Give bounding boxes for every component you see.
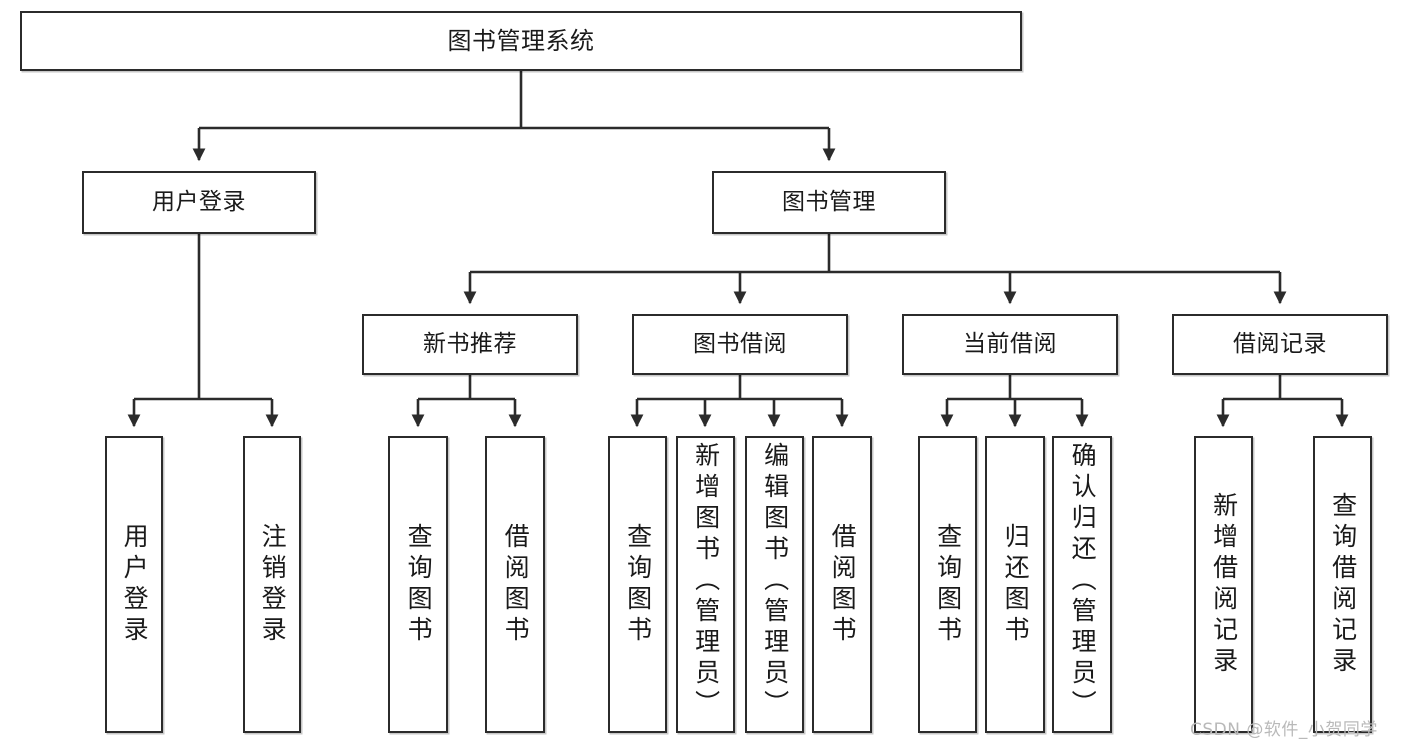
node-label: 编辑图书（管理员） [760, 442, 790, 721]
leaf-query-book-recommend[interactable]: 查询图书 [388, 436, 448, 733]
leaf-query-book-borrowing[interactable]: 查询图书 [608, 436, 667, 733]
leaf-confirm-return-admin[interactable]: 确认归还（管理员） [1052, 436, 1112, 733]
node-label: 新书推荐 [423, 330, 517, 357]
node-label: 借阅图书 [828, 522, 858, 647]
node-label: 查询图书 [933, 522, 963, 647]
node-label: 查询借阅记录 [1328, 491, 1358, 678]
node-label: 查询图书 [623, 522, 653, 647]
node-user-login[interactable]: 用户登录 [82, 171, 316, 234]
node-label: 归还图书 [1001, 522, 1031, 647]
leaf-add-borrow-record[interactable]: 新增借阅记录 [1194, 436, 1253, 733]
node-label: 图书管理 [782, 188, 876, 215]
node-label: 借阅图书 [501, 522, 531, 647]
node-label: 用户登录 [152, 188, 246, 215]
node-label: 用户登录 [120, 522, 150, 647]
node-root-system[interactable]: 图书管理系统 [20, 11, 1022, 71]
node-book-management[interactable]: 图书管理 [712, 171, 946, 234]
leaf-query-book-current[interactable]: 查询图书 [918, 436, 977, 733]
leaf-add-book-admin[interactable]: 新增图书（管理员） [676, 436, 735, 733]
leaf-borrow-book[interactable]: 借阅图书 [812, 436, 872, 733]
leaf-query-borrow-record[interactable]: 查询借阅记录 [1313, 436, 1372, 733]
node-label: 新增借阅记录 [1209, 491, 1239, 678]
node-new-book-recommendation[interactable]: 新书推荐 [362, 314, 578, 375]
node-label: 确认归还（管理员） [1068, 442, 1098, 721]
node-label: 图书管理系统 [447, 26, 595, 55]
node-book-borrowing[interactable]: 图书借阅 [632, 314, 848, 375]
node-label: 图书借阅 [693, 330, 787, 357]
leaf-user-login[interactable]: 用户登录 [105, 436, 163, 733]
watermark: CSDN @软件_小贺同学 [1190, 720, 1378, 740]
node-current-borrowing[interactable]: 当前借阅 [902, 314, 1118, 375]
node-label: 当前借阅 [963, 330, 1057, 357]
node-borrow-records[interactable]: 借阅记录 [1172, 314, 1388, 375]
leaf-return-book[interactable]: 归还图书 [985, 436, 1045, 733]
leaf-borrow-book-recommend[interactable]: 借阅图书 [485, 436, 545, 733]
leaf-logout[interactable]: 注销登录 [243, 436, 301, 733]
node-label: 借阅记录 [1233, 330, 1327, 357]
leaf-edit-book-admin[interactable]: 编辑图书（管理员） [745, 436, 804, 733]
node-label: 新增图书（管理员） [691, 442, 721, 721]
node-label: 查询图书 [404, 522, 434, 647]
node-label: 注销登录 [258, 522, 288, 647]
